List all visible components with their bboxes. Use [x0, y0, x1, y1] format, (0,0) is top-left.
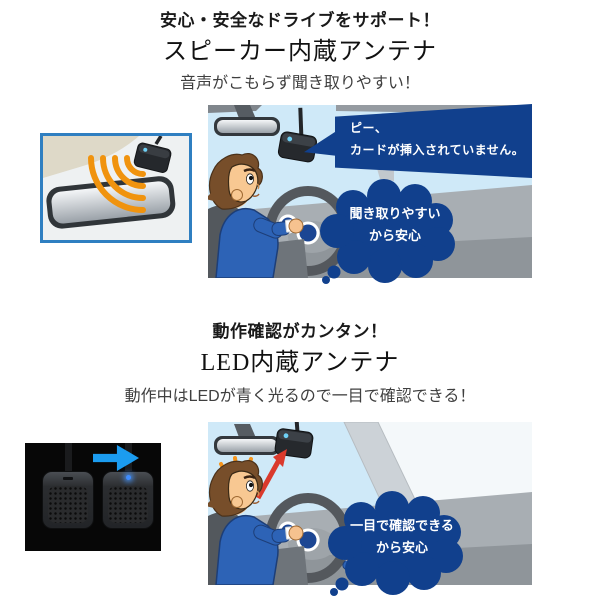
led-antenna-photo [25, 443, 161, 551]
section2-subtitle: 動作中はLEDが青く光るので一目で確認できる！ [124, 388, 476, 405]
antenna-device-photo [133, 142, 172, 173]
cloud-bubble-1-text: 聞き取りやすい から安心 [349, 206, 441, 243]
led-indicator [126, 475, 131, 480]
section1-subtitle: 音声がこもらず聞き取りやすい！ [180, 75, 420, 92]
section2-title: LED内蔵アンテナ [200, 350, 400, 376]
speech-line-1: ピー、 [350, 121, 388, 135]
speech-bubble-text: ピー、 カードが挿入されていません。 [350, 117, 524, 161]
glance-arrow-icon [255, 449, 287, 500]
section1-catchline: 安心・安全なドライブをサポート！ [160, 11, 440, 30]
cloud-bubble-2-text: 一目で確認できる から安心 [350, 518, 454, 555]
speaker-grille [48, 486, 88, 523]
sound-wave-icon [88, 155, 146, 213]
antenna-device-off [42, 471, 94, 529]
speech-bubble: ピー、 カードが挿入されていません。 [335, 104, 532, 178]
section1-title: スピーカー内蔵アンテナ [162, 39, 438, 65]
antenna-device-on [102, 471, 154, 529]
speaker-antenna-photo [40, 133, 192, 243]
right-arrow-icon [93, 445, 139, 471]
speaker-grille [108, 486, 148, 523]
antenna-cable-left [65, 443, 72, 473]
section2-catchline: 動作確認がカンタン！ [212, 322, 388, 341]
antenna-cable [154, 136, 163, 145]
speaker-antenna-photo-graphic [43, 136, 189, 240]
speech-line-2: カードが挿入されていません。 [350, 143, 525, 157]
